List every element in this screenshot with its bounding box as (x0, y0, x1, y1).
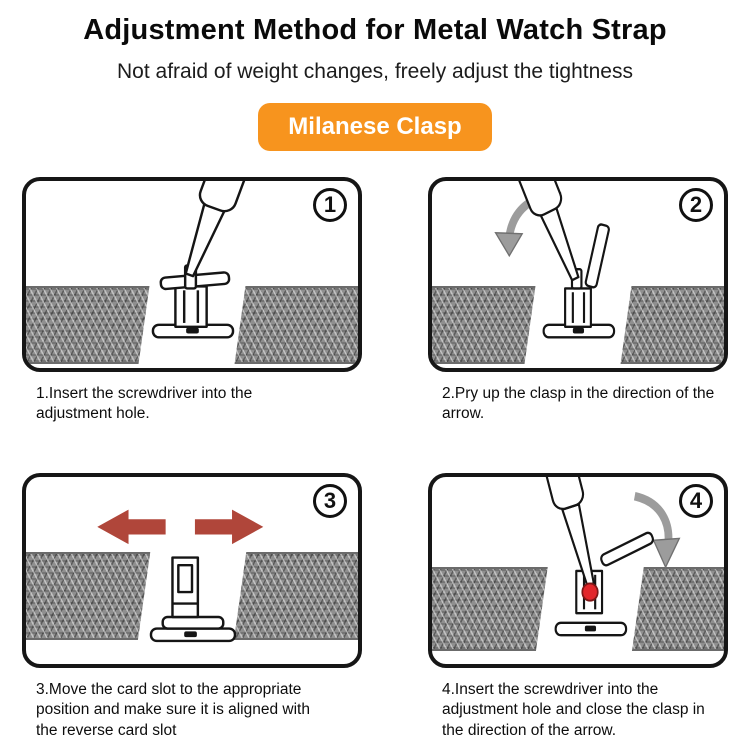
header: Adjustment Method for Metal Watch Strap … (0, 0, 750, 151)
clasp-slot (186, 327, 199, 334)
adjustment-hole-marker (581, 582, 599, 602)
step-number-badge: 3 (313, 484, 347, 518)
clasp-type-badge: Milanese Clasp (258, 103, 492, 151)
step-caption: 2.Pry up the clasp in the direction of t… (442, 385, 715, 423)
step-3: 3 3.Move the card slot to the appropriat… (22, 473, 362, 744)
card-slot-clasp (149, 556, 237, 643)
curved-arrow-icon (633, 491, 681, 569)
left-arrow-icon (97, 509, 166, 545)
clasp-closed (151, 264, 235, 339)
step-panel-1: 1 (22, 177, 362, 372)
step-number-badge: 1 (313, 188, 347, 222)
step-panel-2: 2 (428, 177, 728, 372)
clasp-closing (554, 531, 654, 637)
step-panel-4: 4 (428, 473, 728, 668)
step-number-badge: 2 (679, 188, 713, 222)
clasp-slot (572, 327, 585, 334)
screwdriver-icon (184, 181, 255, 278)
clasp-open (542, 223, 616, 339)
step4-illustration (539, 477, 681, 637)
step3-illustration (97, 509, 264, 643)
step-caption: 4.Insert the screwdriver into the adjust… (442, 681, 705, 739)
step2-illustration (494, 181, 616, 339)
step-2: 2 2.Pry up the clasp in the direction of… (428, 177, 728, 448)
step-4: 4 4.Insert the screwdriver into the adju… (428, 473, 728, 744)
page-title: Adjustment Method for Metal Watch Strap (83, 14, 667, 46)
clasp-slot (584, 625, 597, 632)
step-caption: 1.Insert the screwdriver into the adjust… (36, 385, 253, 423)
step1-illustration (151, 181, 255, 339)
step-panel-3: 3 (22, 473, 362, 668)
right-arrow-icon (194, 509, 264, 545)
steps-grid: 1 1.Insert the screwdriver into the adju… (0, 151, 750, 744)
page-subtitle: Not afraid of weight changes, freely adj… (117, 60, 633, 83)
step-1: 1 1.Insert the screwdriver into the adju… (22, 177, 362, 448)
clasp-slot (184, 631, 197, 638)
step-number-badge: 4 (679, 484, 713, 518)
screwdriver-icon (508, 181, 580, 282)
step-caption: 3.Move the card slot to the appropriate … (36, 681, 310, 739)
